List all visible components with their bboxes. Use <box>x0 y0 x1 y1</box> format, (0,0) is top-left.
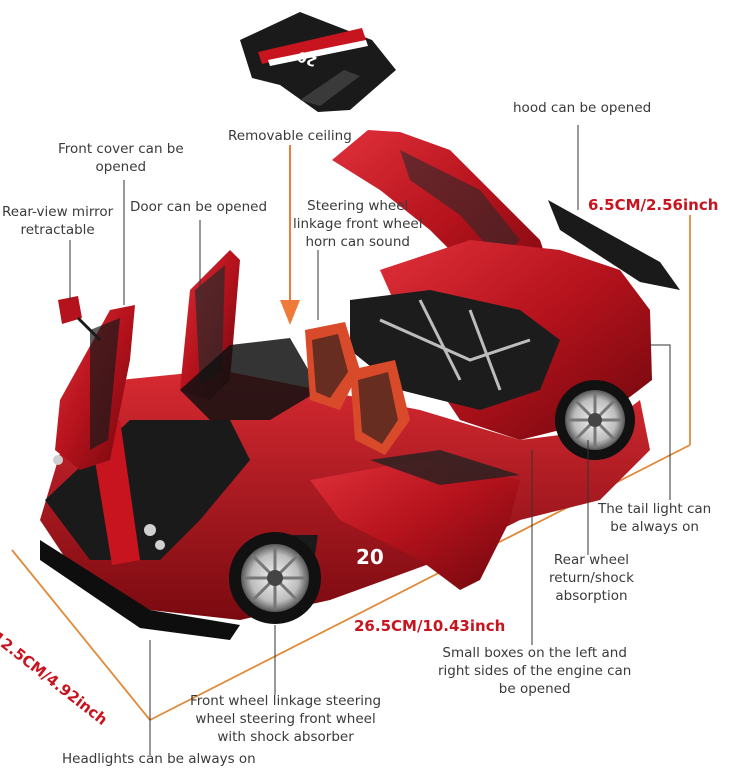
pointer-arrow <box>280 145 300 325</box>
label-door: Door can be opened <box>130 199 268 215</box>
label-front-cover-line2: opened <box>95 159 147 175</box>
label-mirror-line2: retractable <box>20 222 95 238</box>
engine-bay <box>350 290 560 410</box>
label-rear-wheel-line1: Rear wheel <box>553 552 630 568</box>
label-front-wheel-line3: with shock absorber <box>217 729 354 745</box>
label-steering: Steering wheel linkage front wheel horn … <box>293 197 422 251</box>
dimension-length: 26.5CM/10.43inch <box>354 617 506 635</box>
label-rear-wheel-line3: absorption <box>555 588 628 604</box>
label-steering-line3: horn can sound <box>305 234 410 250</box>
label-hood: hood can be opened <box>513 100 652 116</box>
label-rear-wheel-line2: return/shock <box>549 570 634 586</box>
label-tail-light: The tail light can be always on <box>598 500 711 536</box>
label-front-wheel-line2: wheel steering front wheel <box>195 711 376 727</box>
label-tail-light-line2: be always on <box>610 519 699 535</box>
label-headlights: Headlights can be always on <box>62 751 256 767</box>
label-tail-light-line1: The tail light can <box>598 501 712 517</box>
front-splitter <box>40 540 240 640</box>
rear-wheel <box>555 380 635 460</box>
label-front-cover-line1: Front cover can be <box>58 141 184 157</box>
rear-wing <box>548 200 680 290</box>
label-mirror-line1: Rear-view mirror <box>2 204 114 220</box>
label-small-boxes: Small boxes on the left and right sides … <box>438 644 631 698</box>
label-mirror: Rear-view mirror retractable <box>2 203 113 239</box>
windshield <box>180 338 320 420</box>
label-steering-line2: linkage front wheel <box>293 216 423 232</box>
label-rear-wheel: Rear wheel return/shock absorption <box>549 551 634 605</box>
callout-lines <box>69 125 671 755</box>
label-removable-ceiling: Removable ceiling <box>228 128 352 144</box>
removable-roof-piece: 20 <box>240 12 396 112</box>
dimension-height: 6.5CM/2.56inch <box>588 196 719 214</box>
door-number: 20 <box>356 545 384 569</box>
label-small-boxes-line3: be opened <box>498 681 571 697</box>
open-right-door <box>310 460 520 590</box>
label-small-boxes-line2: right sides of the engine can <box>438 663 632 679</box>
seats <box>305 322 410 455</box>
label-steering-line1: Steering wheel <box>307 198 409 214</box>
label-small-boxes-line1: Small boxes on the left and <box>442 645 627 661</box>
side-mirror <box>58 296 82 324</box>
roof-number: 20 <box>295 47 319 69</box>
label-front-wheel: Front wheel linkage steering wheel steer… <box>190 692 381 746</box>
label-front-cover: Front cover can be opened <box>58 140 184 176</box>
label-front-wheel-line1: Front wheel linkage steering <box>190 693 382 709</box>
headlights <box>53 455 165 550</box>
front-wheel <box>229 532 321 624</box>
